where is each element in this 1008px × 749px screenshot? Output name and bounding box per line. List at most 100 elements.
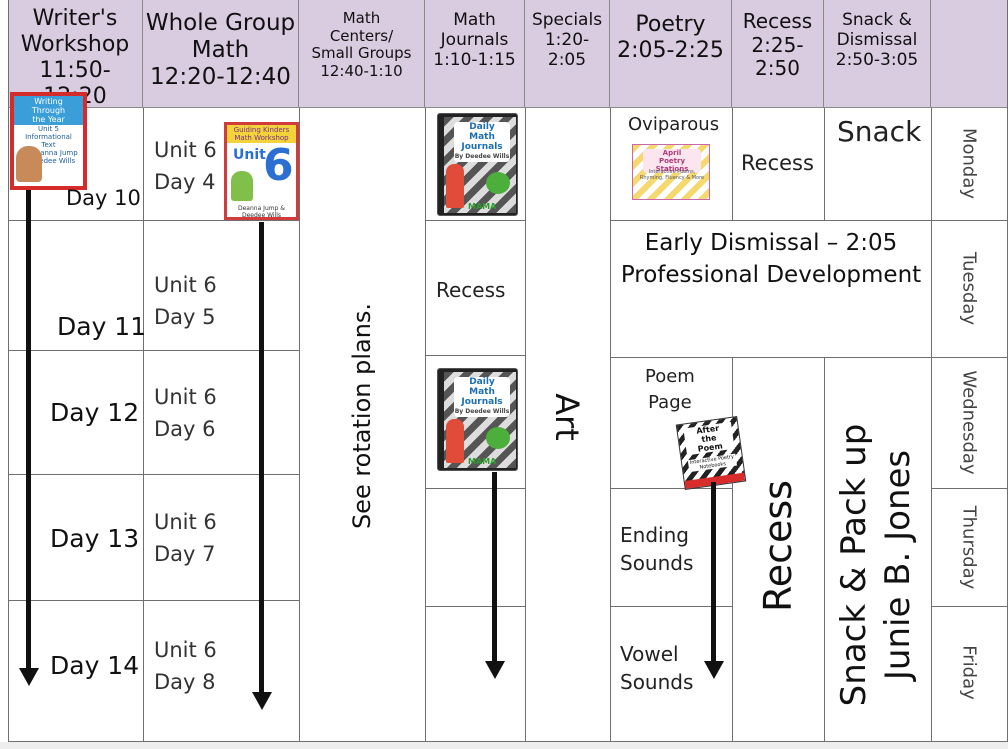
grid-line xyxy=(610,488,732,489)
arrow-line xyxy=(492,472,497,664)
grid-line xyxy=(425,355,525,356)
cell-text: Poem xyxy=(645,366,695,387)
day-label: Day 5 xyxy=(154,305,216,329)
grid-line xyxy=(931,108,932,741)
cover-text: Daily xyxy=(469,377,495,387)
recess-monday: Recess xyxy=(741,151,814,175)
day-label-thursday: Thursday xyxy=(958,505,980,590)
grid-line xyxy=(824,108,825,220)
cover-text: MAMA xyxy=(468,457,497,466)
kid-illustration-icon xyxy=(446,419,464,463)
early-dismissal-banner: Early Dismissal – 2:05 Professional Deve… xyxy=(611,227,931,291)
cover-text: By Deedee Wills xyxy=(454,153,510,160)
header-line: Writer's xyxy=(32,6,118,31)
writers-day-14: Day 14 xyxy=(50,651,140,680)
grid-line xyxy=(610,108,611,741)
header-line: Small Groups xyxy=(311,44,412,63)
grid-line xyxy=(931,488,1008,489)
cover-text: Guiding Kinders xyxy=(233,126,290,134)
grid-line xyxy=(425,220,525,221)
cell-text: Vowel xyxy=(620,642,679,666)
day-label: Day 7 xyxy=(154,542,216,566)
cover-text: Daily xyxy=(469,122,495,132)
april-poetry-stations-cover: April Poetry Stations Interactive Poems,… xyxy=(632,144,710,200)
header-line: Dismissal xyxy=(836,30,918,51)
header-day-column xyxy=(931,0,1008,108)
arrow-down-icon xyxy=(485,661,505,679)
cover-title-band: April Poetry Stations xyxy=(643,149,701,173)
grid-line xyxy=(8,0,9,741)
arrow-down-icon xyxy=(19,668,39,686)
arrow-down-icon xyxy=(704,661,724,679)
cover-text: Math Workshop xyxy=(234,134,289,142)
grid-line xyxy=(8,350,299,351)
header-line: Centers/ xyxy=(329,26,394,45)
cover-title-band: Writing Through the Year xyxy=(14,96,83,125)
header-line: 2:05 xyxy=(547,50,587,71)
cover-text: Text xyxy=(41,141,56,149)
snack-pack-up-junie-b-jones: Snack & Pack up Junie B. Jones xyxy=(832,415,922,715)
cover-text: Informational xyxy=(25,133,72,141)
after-the-poem-cover: After the Poem Interactive Poetry Notebo… xyxy=(675,416,747,490)
day-label-tuesday: Tuesday xyxy=(958,251,980,326)
cover-text: By Deedee Wills xyxy=(454,408,510,415)
cover-text: the Year xyxy=(32,115,65,124)
cover-text: Poetry Stations xyxy=(655,157,689,173)
cover-text: MAMA xyxy=(468,202,497,211)
unit-label: Unit 6 xyxy=(154,273,217,297)
grid-line xyxy=(931,606,1008,607)
header-line: 2:25- xyxy=(751,32,804,57)
cell-text: Sounds xyxy=(620,670,694,694)
header-line: Math xyxy=(453,10,496,30)
cell-text: Snack & Pack up xyxy=(834,423,874,707)
day-label-monday: Monday xyxy=(958,127,980,200)
specials-art: Art xyxy=(548,393,586,441)
arrow-line xyxy=(26,190,31,670)
arrow-line xyxy=(259,222,264,694)
grid-line xyxy=(610,220,1007,221)
banner-text: Professional Development xyxy=(620,262,922,288)
grid-line xyxy=(143,108,144,741)
writers-day-12: Day 12 xyxy=(50,398,140,427)
math-unit-tue: Unit 6 Day 5 xyxy=(154,269,217,333)
header-line: 2:05-2:25 xyxy=(617,37,724,63)
snack-monday: Snack xyxy=(837,115,922,148)
cover-text: Journals xyxy=(461,397,503,407)
header-line: Whole Group xyxy=(145,10,296,36)
footer-strip xyxy=(0,742,1008,749)
header-line: 2:50 xyxy=(755,56,800,81)
cover-text: Journals xyxy=(461,142,503,152)
header-line: 1:20- xyxy=(544,30,590,51)
day-label-wednesday: Wednesday xyxy=(958,370,980,475)
cover-text: By Deanna Jump xyxy=(19,149,78,157)
grid-line xyxy=(299,108,300,741)
unit-label: Unit 6 xyxy=(154,385,217,409)
grid-line xyxy=(8,600,299,601)
header-line: 2:50-3:05 xyxy=(835,50,919,71)
poetry-friday-vowel-sounds: Vowel Sounds xyxy=(620,640,693,696)
cover-text: Unit 5 xyxy=(38,125,59,133)
grid-line xyxy=(425,606,525,607)
cover-text: Interactive Poems, Rhyming, Fluency & Mo… xyxy=(639,169,705,181)
cover-text: Writing xyxy=(34,97,63,106)
grid-line xyxy=(525,108,526,741)
header-line: Journals xyxy=(440,30,509,51)
cover-text: Math xyxy=(469,387,495,397)
header-line: Math xyxy=(191,37,250,64)
poetry-thursday-ending-sounds: Ending Sounds xyxy=(620,521,693,577)
grid-line xyxy=(824,357,825,741)
kid-illustration-icon xyxy=(231,171,253,201)
header-line: Snack & xyxy=(842,10,912,30)
grid-line xyxy=(425,108,426,741)
writers-day-10: Day 10 xyxy=(66,186,141,210)
grid-line xyxy=(610,606,732,607)
